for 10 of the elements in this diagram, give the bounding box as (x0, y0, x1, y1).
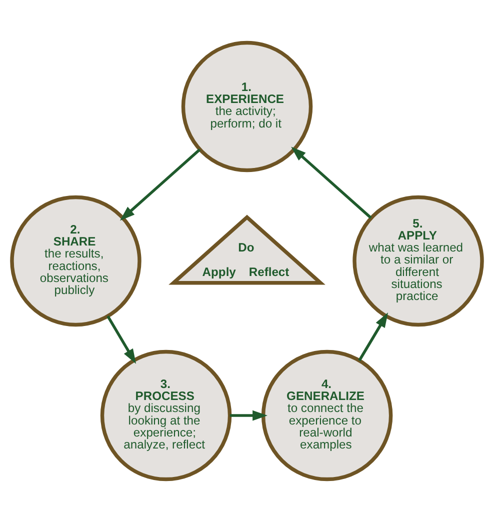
arrow (291, 146, 372, 218)
arrow (230, 410, 268, 420)
arrow (106, 314, 136, 364)
node-circle: 3. PROCESS by discussing looking at the experience; analyze, reflect (100, 349, 232, 481)
arrow (358, 312, 388, 361)
node-circle: 1. EXPERIENCE the activity; perform; do it (181, 40, 313, 172)
node-circle: 2. SHARE the results, reactions, observations publicly (10, 194, 142, 326)
arrow (120, 148, 201, 220)
node-circle: 4. GENERALIZE to connect the experience to real-world examples (261, 349, 393, 481)
node-circle: 5. APPLY what was learned to a similar or different situations practice (352, 194, 484, 326)
